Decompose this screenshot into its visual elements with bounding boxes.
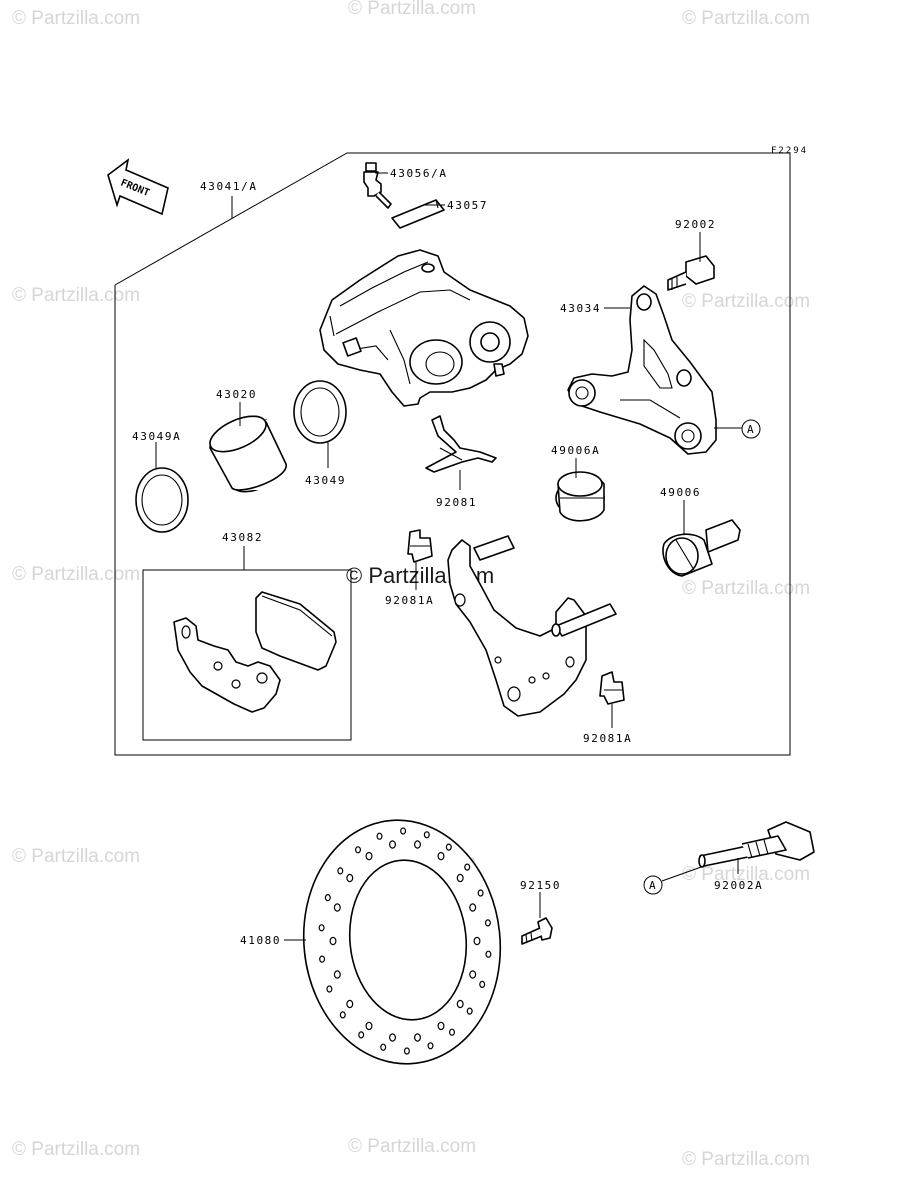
watermark: © Partzilla.com [682, 8, 810, 29]
label-49006a: 49006A [551, 444, 600, 457]
disc-hole [329, 936, 337, 946]
disc-hole [477, 889, 484, 897]
watermark: © Partzilla.com [682, 578, 810, 599]
spring-clip-icon [425, 415, 497, 473]
disc-hole [358, 1031, 365, 1039]
disc-hole [346, 999, 354, 1009]
disc-hole [326, 985, 333, 993]
label-43057: 43057 [447, 199, 488, 212]
disc-hole [437, 1021, 445, 1031]
watermark: © Partzilla.com [348, 0, 476, 19]
piston-seal-icon [293, 380, 347, 444]
disc-hole [469, 970, 477, 979]
disc-screw-icon [521, 917, 553, 945]
watermark: © Partzilla.com [682, 291, 810, 312]
disc-hole [479, 980, 486, 989]
label-49006: 49006 [660, 486, 701, 499]
brake-disc-icon [302, 819, 502, 1065]
watermark: © Partzilla.com [682, 1149, 810, 1170]
disc-hole [376, 832, 383, 840]
disc-hole [445, 843, 452, 851]
leader-lines [155, 172, 742, 941]
label-92002: 92002 [675, 218, 716, 231]
disc-hole [346, 873, 354, 883]
watermark: © Partzilla.com [348, 1136, 476, 1157]
disc-hole [339, 1011, 346, 1019]
disc-hole [427, 1042, 434, 1050]
disc-hole [337, 867, 344, 875]
disc-hole [414, 840, 422, 849]
label-92002a: 92002A [714, 879, 763, 892]
disc-hole [437, 851, 445, 861]
label-43049a: 43049A [132, 430, 181, 443]
disc-hole [466, 1007, 473, 1015]
watermark: © Partzilla.com [682, 864, 810, 885]
watermark: © Partzilla.com [12, 8, 140, 29]
disc-hole [365, 851, 373, 861]
label-92150: 92150 [520, 879, 561, 892]
disc-hole [464, 863, 471, 871]
watermark: © Partzilla.com [12, 1139, 140, 1160]
watermarks: © Partzilla.com © Partzilla.com © Partzi… [12, 0, 810, 1170]
disc-hole [456, 999, 464, 1009]
front-arrow-icon: FRONT [107, 158, 169, 216]
disc-hole [403, 1047, 410, 1055]
disc-hole [473, 936, 481, 946]
disc-hole [333, 903, 341, 912]
holder-bolt-icon [667, 255, 715, 291]
callout-a-bolt: A [643, 875, 663, 895]
piston-icon [206, 415, 290, 493]
disc-hole [355, 846, 362, 854]
caliper-bracket-icon [447, 535, 617, 717]
svg-text:A: A [649, 879, 657, 892]
clip-a-left-icon [407, 529, 433, 563]
disc-hole [423, 831, 430, 839]
caliper-body-icon [319, 249, 529, 407]
svg-text:A: A [747, 423, 755, 436]
disc-hole [365, 1021, 373, 1031]
callout-a-main: A [741, 419, 761, 439]
figure-code: F2294 [771, 146, 808, 156]
piston-seal-a-icon [135, 467, 189, 533]
watermark: © Partzilla.com [12, 564, 140, 585]
watermark: © Partzilla.com [12, 846, 140, 867]
boot-a-icon [555, 471, 605, 522]
disc-hole [318, 924, 325, 932]
label-43041-a: 43041/A [200, 180, 258, 193]
disc-hole [333, 970, 341, 979]
boot-pin-icon [662, 519, 741, 577]
label-43034: 43034 [560, 302, 601, 315]
disc-hole [456, 873, 464, 883]
label-41080: 41080 [240, 934, 281, 947]
disc-hole [484, 919, 491, 927]
disc-hole [400, 827, 407, 835]
label-43020: 43020 [216, 388, 257, 401]
disc-hole [469, 903, 477, 912]
disc-hole [485, 950, 492, 958]
clip-a-right-icon [599, 671, 625, 705]
mount-bolt-icon [698, 821, 815, 868]
label-43049: 43049 [305, 474, 346, 487]
label-43082: 43082 [222, 531, 263, 544]
label-92081a-left: 92081A [385, 594, 434, 607]
bleeder-valve-icon [363, 162, 392, 209]
disc-hole [389, 840, 397, 849]
disc-hole [380, 1043, 387, 1051]
disc-hole [449, 1028, 456, 1036]
brake-pads-icon [173, 591, 337, 713]
caliper-assembly-frame [114, 152, 791, 756]
disc-hole [319, 955, 326, 963]
part-labels: 43041/A 43056/A 43057 92002 43034 43020 … [132, 167, 763, 947]
disc-hole [389, 1033, 397, 1042]
label-92081: 92081 [436, 496, 477, 509]
caliper-holder-icon [567, 285, 717, 455]
disc-hole [414, 1033, 422, 1042]
label-43056-a: 43056/A [390, 167, 448, 180]
label-92081a-right: 92081A [583, 732, 632, 745]
watermark: © Partzilla.com [12, 285, 140, 306]
disc-hole [324, 893, 331, 902]
pad-set-frame [142, 569, 352, 741]
cap-icon [391, 199, 445, 229]
